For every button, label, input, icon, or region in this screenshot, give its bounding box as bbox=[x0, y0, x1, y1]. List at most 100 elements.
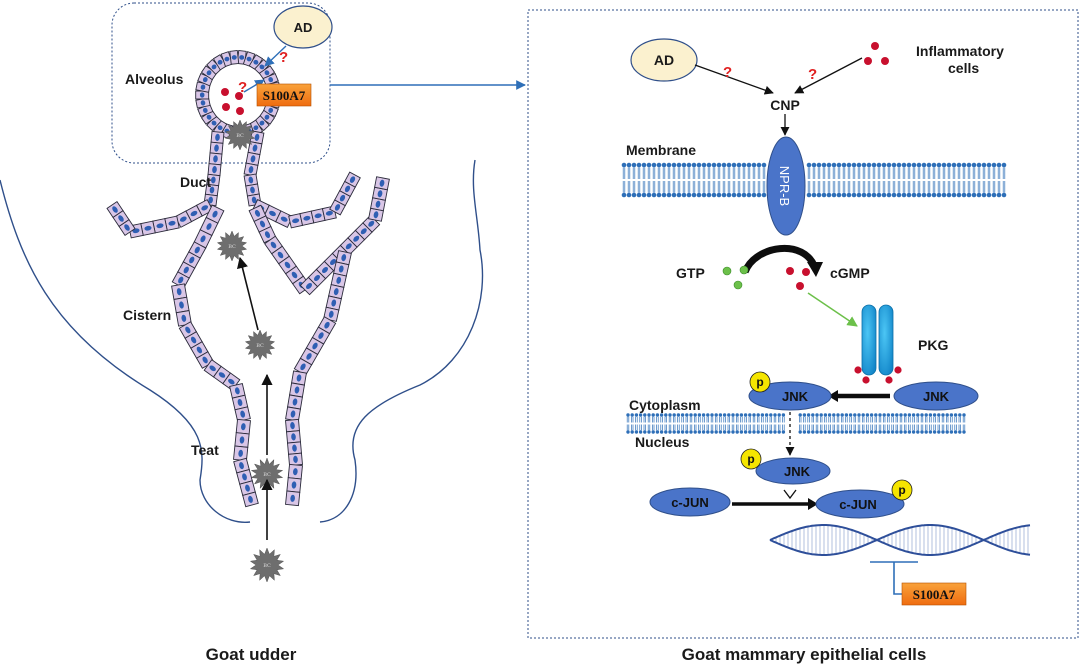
nprb-receptor bbox=[766, 136, 806, 236]
epithelial-cell bbox=[193, 229, 213, 249]
dots-s100a7-arrow bbox=[243, 79, 265, 93]
bc-arrow-3 bbox=[237, 256, 259, 331]
question-right-1: ? bbox=[723, 64, 732, 81]
teat-label: Teat bbox=[191, 442, 219, 458]
bc-particle: BC bbox=[224, 119, 256, 151]
epithelial-cell bbox=[325, 295, 342, 311]
epithelial-cell bbox=[370, 197, 386, 212]
p-label-2: p bbox=[747, 452, 754, 466]
epithelial-cell bbox=[285, 406, 301, 422]
jnk-inactive bbox=[893, 381, 979, 411]
epithelial-cell bbox=[229, 50, 240, 65]
duct-label: Duct bbox=[180, 174, 211, 190]
p-badge-1 bbox=[749, 371, 771, 393]
ad-cnp-arrow bbox=[694, 64, 774, 95]
left-caption: Goat udder bbox=[206, 645, 297, 664]
epithelial-cell bbox=[278, 255, 297, 275]
jnk-label-right: JNK bbox=[923, 389, 950, 404]
jnk-phospho-arrowhead bbox=[828, 390, 838, 402]
bc-particle: BC bbox=[216, 230, 248, 262]
svg-text:BC: BC bbox=[263, 563, 271, 569]
gtp-cgmp-curve-arrow bbox=[741, 244, 819, 274]
udder-outline bbox=[0, 159, 484, 523]
epithelial-cell bbox=[289, 382, 305, 398]
epithelial-cell bbox=[212, 54, 228, 71]
epithelial-cell bbox=[229, 383, 246, 399]
epithelial-cell bbox=[233, 457, 250, 474]
gtp-label: GTP bbox=[676, 265, 705, 281]
epithelial-cell bbox=[171, 271, 190, 289]
epithelial-cell bbox=[207, 163, 222, 177]
cell-panel-box bbox=[527, 9, 1079, 639]
curve-arrowhead bbox=[807, 262, 823, 277]
epithelial-cell bbox=[235, 418, 251, 435]
cnp-label: CNP bbox=[770, 97, 800, 113]
epithelial-cell bbox=[239, 480, 256, 496]
epithelial-cell bbox=[288, 213, 304, 229]
cistern-label: Cistern bbox=[123, 307, 171, 323]
epithelial-cell bbox=[339, 237, 358, 256]
s100a7-label-right: S100A7 bbox=[913, 587, 956, 602]
nucleus-label: Nucleus bbox=[635, 434, 690, 450]
p-label-3: p bbox=[898, 483, 905, 497]
bc-particle: BC bbox=[244, 329, 276, 361]
cjun-inactive bbox=[649, 487, 731, 517]
epithelial-cell bbox=[173, 296, 190, 314]
epithelial-cell bbox=[175, 310, 192, 327]
epithelial-cell bbox=[233, 445, 249, 462]
epithelial-cell bbox=[286, 430, 301, 444]
question-left-1: ? bbox=[279, 49, 288, 66]
inflammatory-dots bbox=[864, 42, 889, 65]
epithelial-cell bbox=[293, 357, 313, 376]
epithelial-cell bbox=[374, 176, 390, 191]
alveolus-label: Alveolus bbox=[125, 71, 184, 87]
cgmp-pkg-arrow bbox=[807, 292, 858, 327]
svg-text:BC: BC bbox=[236, 133, 244, 139]
epithelial-cell bbox=[220, 51, 234, 68]
nprb-label: NPR-B bbox=[777, 166, 792, 206]
epithelial-cell bbox=[344, 171, 361, 188]
question-left-2: ? bbox=[238, 79, 247, 96]
epithelial-cell bbox=[112, 210, 130, 227]
epithelial-cell bbox=[287, 441, 302, 455]
epithelial-cell bbox=[307, 268, 327, 288]
cell-membrane bbox=[621, 162, 1007, 198]
pjnk-label-lower: JNK bbox=[784, 464, 811, 479]
ad-s100a7-arrow bbox=[264, 45, 287, 67]
nuclear-membrane bbox=[626, 413, 966, 434]
epithelial-cell bbox=[174, 210, 193, 228]
cjun-label-left: c-JUN bbox=[671, 495, 709, 510]
right-caption: Goat mammary epithelial cells bbox=[682, 645, 927, 664]
epithelial-cell bbox=[118, 219, 136, 236]
epithelial-cell bbox=[209, 141, 224, 155]
epithelial-cell bbox=[310, 208, 326, 224]
epithelial-cell bbox=[243, 173, 259, 187]
p-badge-2 bbox=[740, 448, 762, 470]
epithelial-cell bbox=[206, 115, 222, 132]
pjnk-label-upper: JNK bbox=[782, 389, 809, 404]
gtp-green-dots bbox=[722, 265, 749, 290]
epithelial-cell bbox=[275, 210, 294, 228]
epithelial-cell bbox=[362, 214, 381, 233]
epithelial-cell bbox=[164, 215, 180, 231]
cytoplasm-label: Cytoplasm bbox=[629, 397, 701, 413]
cjun-activation-arrowhead bbox=[808, 498, 818, 510]
question-right-2: ? bbox=[808, 66, 817, 83]
epithelial-cell-chains bbox=[106, 50, 390, 508]
epithelial-cell bbox=[245, 183, 260, 197]
ad-ellipse-left bbox=[273, 5, 333, 49]
pjnk-upper bbox=[748, 381, 832, 411]
epithelial-cell bbox=[286, 477, 302, 493]
ad-label-left: AD bbox=[294, 20, 313, 35]
cjun-active bbox=[815, 489, 905, 519]
bc-particle: BC bbox=[249, 547, 285, 583]
epithelial-cell bbox=[242, 491, 259, 508]
ad-ellipse-right bbox=[630, 38, 698, 82]
p-badge-3 bbox=[891, 479, 913, 501]
epithelial-cell bbox=[264, 235, 283, 255]
pkg-protein bbox=[854, 304, 902, 384]
pkg-label: PKG bbox=[918, 337, 948, 353]
ad-label-right: AD bbox=[654, 52, 674, 68]
pjnk-lower bbox=[755, 457, 831, 485]
epithelial-cell bbox=[206, 58, 222, 75]
